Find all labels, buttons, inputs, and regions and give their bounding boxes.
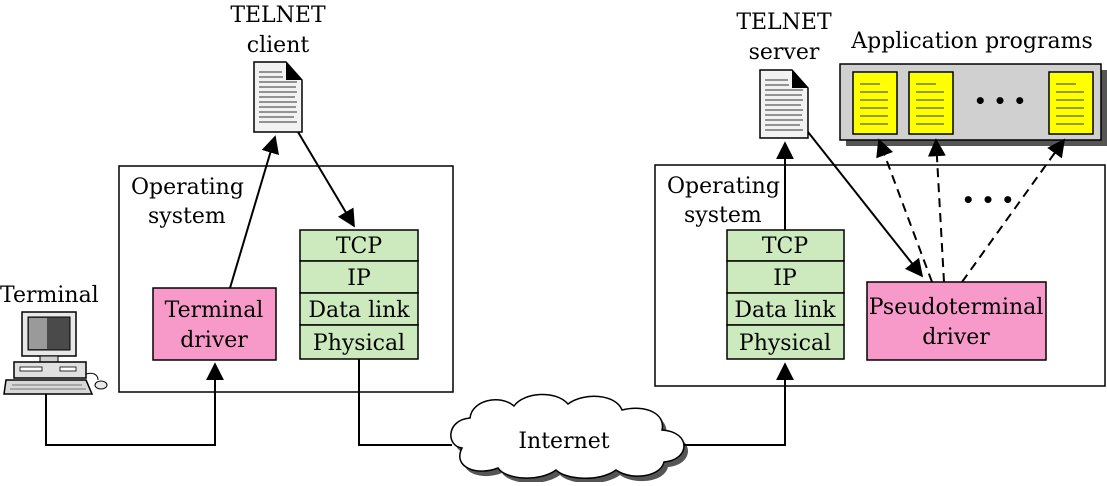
pseudoterminal-driver-label-line1: Pseudoterminal	[869, 295, 1044, 320]
client-stack-layer-tcp: TCP	[336, 234, 383, 259]
telnet-client-label-line2: client	[247, 33, 310, 58]
application-doc-icon-2	[908, 71, 954, 135]
dashed-arrows-ellipsis: • • •	[962, 188, 1014, 212]
arrow-internet-to-server-physical	[684, 362, 794, 446]
telnet-client-document-icon	[253, 61, 303, 133]
application-doc-icon-3	[1048, 71, 1094, 135]
server-stack-layer-datalink: Data link	[734, 298, 836, 323]
internet-label: Internet	[518, 429, 609, 454]
client-os-label-line2: system	[148, 204, 226, 229]
server-protocol-stack: TCP IP Data link Physical	[726, 229, 845, 360]
client-os-label-line1: Operating	[131, 175, 244, 200]
terminal-driver-label-line1: Terminal	[165, 298, 264, 323]
telnet-server-label-line2: server	[749, 40, 820, 65]
client-os-box	[118, 165, 454, 393]
server-os-label-line2: system	[684, 203, 762, 228]
dashed-arrows-to-applications	[876, 138, 1066, 283]
server-os-label-line1: Operating	[667, 174, 780, 199]
arrow-telnet-server-to-pseudoterminal	[807, 131, 924, 278]
pseudoterminal-driver-box	[866, 281, 1047, 361]
telnet-server-document-icon	[759, 69, 809, 139]
terminal-label: Terminal	[0, 283, 99, 308]
terminal-computer-icon	[3, 311, 108, 395]
terminal-driver-label-line2: driver	[180, 328, 248, 353]
client-stack-layer-physical: Physical	[313, 331, 405, 356]
server-stack-layer-tcp: TCP	[762, 234, 809, 259]
client-protocol-stack: TCP IP Data link Physical	[299, 229, 419, 360]
internet-cloud-icon	[450, 393, 688, 484]
telnet-server-label-line1: TELNET	[736, 10, 832, 35]
line-client-physical-to-internet	[358, 359, 452, 446]
telnet-client-label-line1: TELNET	[230, 3, 326, 28]
pseudoterminal-driver-label-line2: driver	[922, 325, 990, 350]
server-stack-layer-physical: Physical	[739, 331, 831, 356]
arrow-telnet-client-to-tcp	[297, 131, 355, 228]
server-os-box	[654, 164, 1106, 387]
client-stack-layer-ip: IP	[347, 266, 371, 291]
server-stack-layer-ip: IP	[773, 266, 797, 291]
application-programs-label: Application programs	[850, 29, 1093, 54]
application-programs-ellipsis: • • •	[974, 89, 1026, 113]
terminal-driver-box	[152, 287, 277, 361]
arrow-driver-to-telnet-client	[229, 135, 279, 289]
application-doc-icon-1	[852, 71, 898, 135]
client-stack-layer-datalink: Data link	[308, 298, 410, 323]
arrow-terminal-to-driver	[45, 362, 224, 446]
